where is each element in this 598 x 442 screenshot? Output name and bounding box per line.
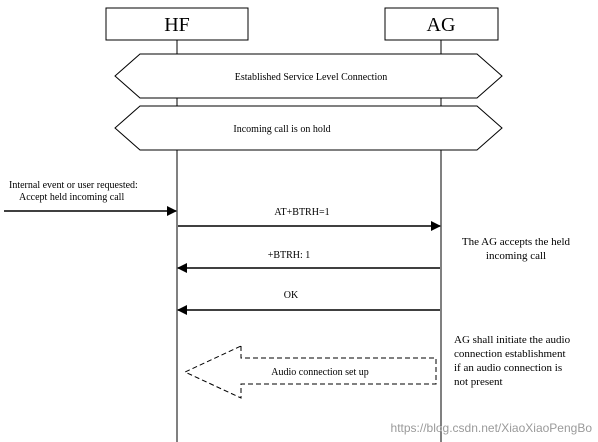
- trigger-text-line2: Accept held incoming call: [19, 192, 124, 203]
- phase-hold-label: Incoming call is on hold: [233, 124, 330, 135]
- hf-participant: HF: [105, 7, 249, 41]
- audio-connection-arrow: Audio connection set up: [183, 345, 437, 399]
- phase-hold: Incoming call is on hold: [114, 105, 503, 151]
- note-audio-line1: AG shall initiate the audio: [454, 334, 571, 346]
- phase-slc-label: Established Service Level Connection: [235, 72, 387, 83]
- note-accept-line2: incoming call: [486, 250, 546, 262]
- ag-label: AG: [427, 14, 456, 36]
- note-audio-line2: connection establishment: [454, 348, 566, 360]
- audio-connection-label: Audio connection set up: [271, 367, 368, 378]
- note-audio-line3: if an audio connection is: [454, 362, 562, 374]
- message-2-label: +BTRH: 1: [268, 250, 311, 261]
- phase-slc: Established Service Level Connection: [114, 53, 503, 99]
- message-3-label: OK: [284, 290, 299, 301]
- hf-label: HF: [164, 14, 190, 36]
- ag-participant: AG: [384, 7, 499, 41]
- message-1-label: AT+BTRH=1: [274, 207, 329, 218]
- note-audio-line4: not present: [454, 376, 503, 388]
- note-accept-line1: The AG accepts the held: [462, 236, 571, 248]
- watermark: https://blog.csdn.net/XiaoXiaoPengBo: [391, 421, 593, 435]
- trigger-text-line1: Internal event or user requested:: [9, 180, 138, 191]
